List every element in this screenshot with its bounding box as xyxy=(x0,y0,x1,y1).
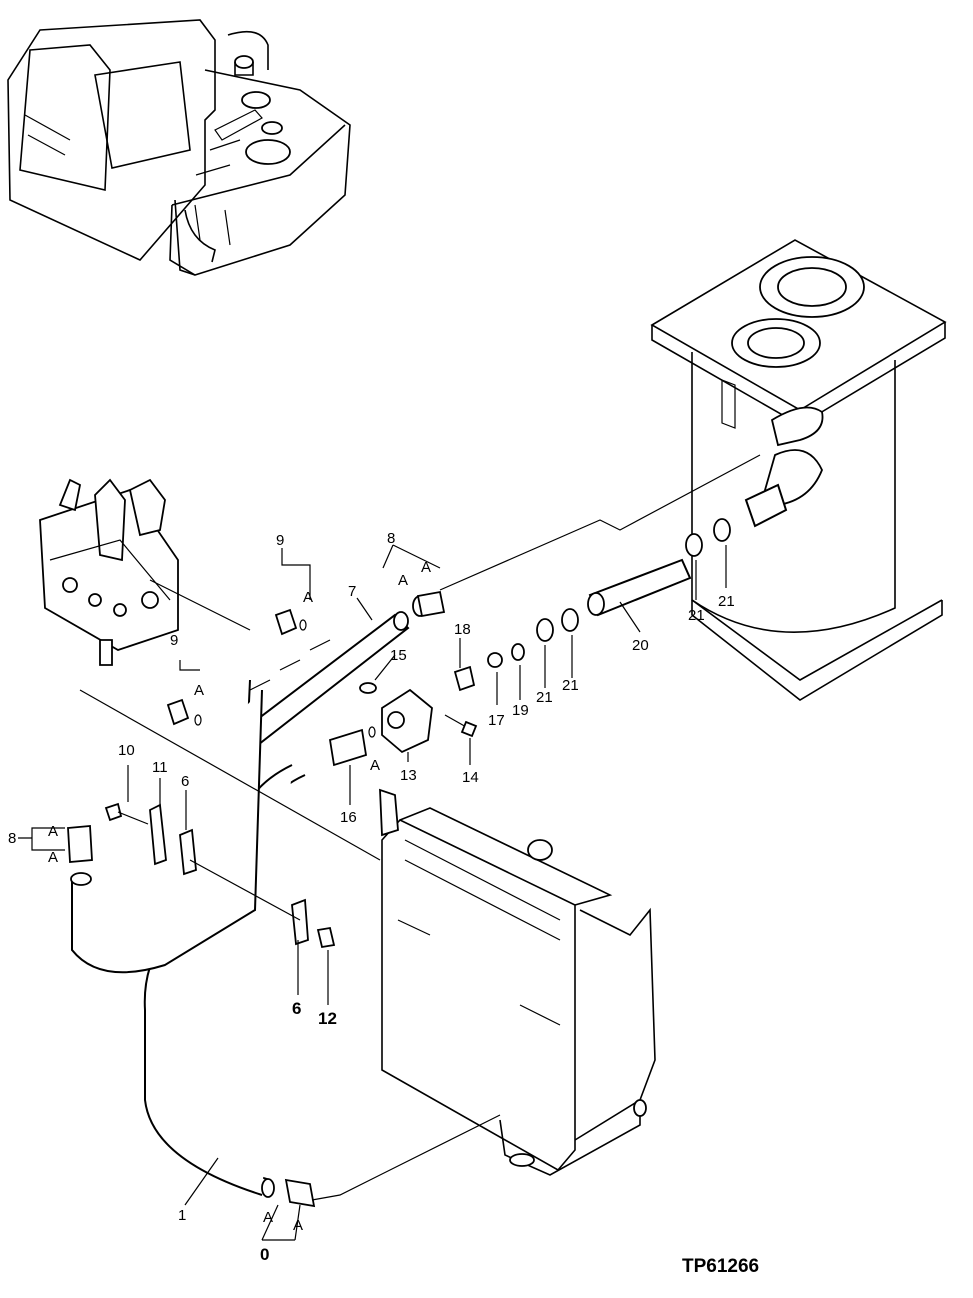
callout-8-left: 8 xyxy=(8,830,16,847)
callout-a-upper-9: A xyxy=(303,589,313,606)
callout-12: 12 xyxy=(318,1009,337,1028)
callout-a-0-right: A xyxy=(293,1217,303,1234)
cap-15 xyxy=(359,682,377,694)
callout-21-a: 21 xyxy=(536,689,553,706)
bracket-6-upper xyxy=(179,828,197,876)
bracket-6-lower xyxy=(291,898,309,946)
callouts: 9 A 7 8 A A 9 A 15 18 17 19 21 21 20 21 … xyxy=(8,530,735,1264)
callout-16: 16 xyxy=(340,809,357,826)
fitting-18 xyxy=(453,665,476,692)
callout-21-b: 21 xyxy=(562,677,579,694)
bolt-14 xyxy=(444,714,478,738)
drawing-code: TP61266 xyxy=(682,1256,759,1277)
callout-a-8-left: A xyxy=(398,572,408,589)
oil-cooler xyxy=(379,788,656,1176)
callout-9-upper: 9 xyxy=(276,532,284,549)
callout-a-8-left-top: A xyxy=(48,823,58,840)
clamp-0-lower xyxy=(284,1178,316,1208)
callout-21-c: 21 xyxy=(688,607,705,624)
clamps-21 xyxy=(536,518,731,642)
callout-6-upper: 6 xyxy=(181,773,189,790)
adapter-16 xyxy=(328,726,376,767)
callout-a-lower-9: A xyxy=(194,682,204,699)
callout-6-lower: 6 xyxy=(292,999,301,1018)
callout-a-0-left: A xyxy=(263,1209,273,1226)
callout-a-8-right: A xyxy=(421,559,431,576)
control-valve xyxy=(39,478,179,666)
machine-overview xyxy=(7,19,351,276)
callout-1: 1 xyxy=(178,1207,186,1224)
leader-lines xyxy=(18,544,727,1241)
callout-13: 13 xyxy=(400,767,417,784)
callout-0: 0 xyxy=(260,1245,269,1264)
plate-11 xyxy=(149,803,167,866)
hydraulic-tank xyxy=(650,239,947,701)
callout-14: 14 xyxy=(462,769,479,786)
callout-a-8-left-bottom: A xyxy=(48,849,58,866)
assembly-guide-lines xyxy=(79,454,761,1201)
bolt-10 xyxy=(104,802,149,825)
clamp-8-left xyxy=(67,825,93,863)
clamp-8-upper xyxy=(412,590,446,618)
callout-20: 20 xyxy=(632,637,649,654)
callout-10: 10 xyxy=(118,742,135,759)
washer-17 xyxy=(487,652,503,668)
callout-18: 18 xyxy=(454,621,471,638)
callout-9-lower: 9 xyxy=(170,632,178,649)
fitting-9-lower xyxy=(166,698,202,726)
callout-19: 19 xyxy=(512,702,529,719)
ring-19 xyxy=(511,643,525,661)
pin-12 xyxy=(316,926,336,949)
suction-hose xyxy=(70,679,263,974)
callout-17: 17 xyxy=(488,712,505,729)
callout-11: 11 xyxy=(152,759,168,776)
hose-20 xyxy=(587,558,692,617)
callout-a-16: A xyxy=(370,757,380,774)
callout-21-d: 21 xyxy=(718,593,735,610)
callout-15: 15 xyxy=(390,647,407,664)
callout-7: 7 xyxy=(348,583,356,600)
block-13 xyxy=(381,688,433,754)
fitting-9-upper xyxy=(274,608,307,636)
callout-8-upper: 8 xyxy=(387,530,395,547)
